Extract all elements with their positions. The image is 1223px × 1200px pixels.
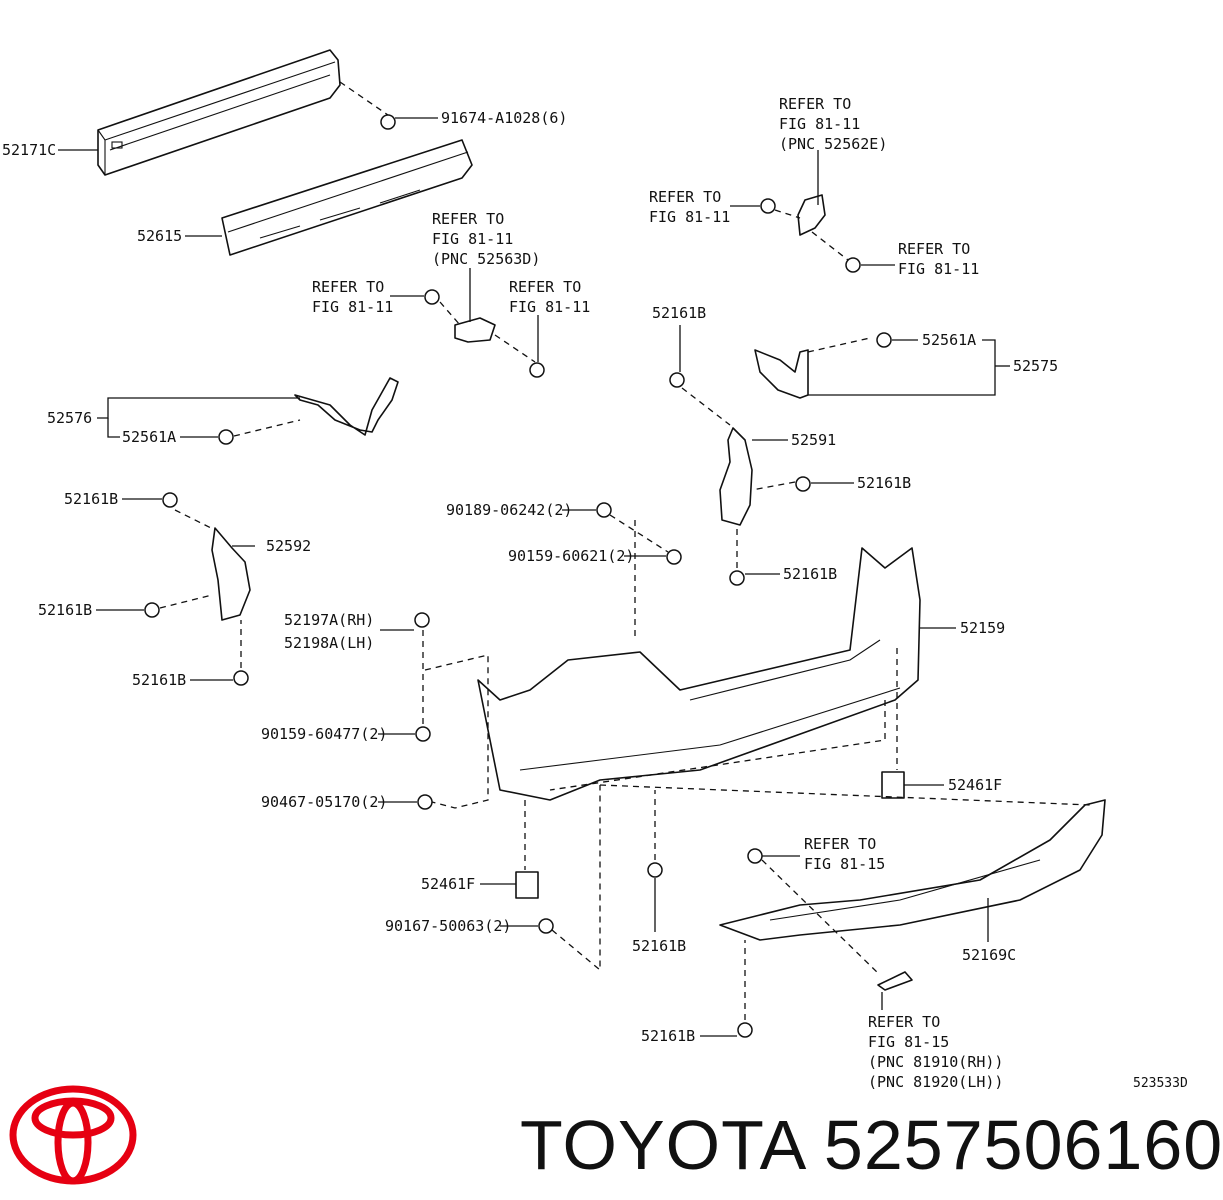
side-bracket-left-drawing (294, 377, 399, 436)
svg-text:REFER TO: REFER TO (868, 1013, 940, 1031)
svg-text:REFER TO: REFER TO (898, 240, 970, 258)
label-52161B-a: 52161B (64, 490, 118, 508)
svg-text:FIG 81-11: FIG 81-11 (898, 260, 979, 278)
label-52576: 52576 (47, 409, 92, 427)
bumper-cover-drawing (477, 547, 921, 801)
bracket-52563D-drawing (454, 317, 496, 343)
leader-lines (58, 117, 1010, 1037)
figure-code: 523533D (1133, 1076, 1188, 1091)
assembly-lines (159, 81, 1091, 1020)
svg-text:(PNC 81920(LH)): (PNC 81920(LH)) (868, 1073, 1003, 1091)
reinforcement-beam-drawing (97, 49, 341, 176)
label-90167-50063: 90167-50063(2) (385, 917, 511, 935)
svg-text:FIG 81-11: FIG 81-11 (649, 208, 730, 226)
label-52592: 52592 (266, 537, 311, 555)
svg-text:REFER TO: REFER TO (779, 95, 851, 113)
label-52169C: 52169C (962, 946, 1016, 964)
svg-text:FIG 81-15: FIG 81-15 (804, 855, 885, 873)
label-52161B-b: 52161B (38, 601, 92, 619)
label-52161B-f: 52161B (632, 937, 686, 955)
svg-text:(PNC 52562E): (PNC 52562E) (779, 135, 887, 153)
svg-text:REFER TO: REFER TO (509, 278, 581, 296)
ref-note-reflector: REFER TO FIG 81-15 (PNC 81910(RH)) (PNC … (868, 1013, 1003, 1091)
brand-part-number: TOYOTA 5257506160 (520, 1106, 1223, 1184)
label-52161B-g: 52161B (641, 1027, 695, 1045)
retainer-52592-drawing (211, 527, 251, 621)
reflector-drawing (877, 971, 913, 991)
toyota-logo-mark (9, 1085, 137, 1185)
svg-text:REFER TO: REFER TO (804, 835, 876, 853)
label-52461F-left: 52461F (421, 875, 475, 893)
ref-note-right-clip-upper: REFER TO FIG 81-11 (898, 240, 979, 278)
svg-text:REFER TO: REFER TO (649, 188, 721, 206)
ref-note-52563D: REFER TO FIG 81-11 (PNC 52563D) (432, 210, 540, 268)
svg-text:REFER TO: REFER TO (312, 278, 384, 296)
retainer-52591-drawing (719, 427, 753, 526)
svg-text:FIG 81-11: FIG 81-11 (509, 298, 590, 316)
svg-text:REFER TO: REFER TO (432, 210, 504, 228)
label-52161B-e: 52161B (783, 565, 837, 583)
pad-left-drawing (515, 871, 539, 899)
label-52591: 52591 (791, 431, 836, 449)
label-52461F-right: 52461F (948, 776, 1002, 794)
ref-note-81-15-clip: REFER TO FIG 81-15 (804, 835, 885, 873)
bracket-52562E-drawing (797, 194, 826, 236)
label-90467-05170: 90467-05170(2) (261, 793, 387, 811)
svg-text:FIG 81-11: FIG 81-11 (432, 230, 513, 248)
label-90159-60621: 90159-60621(2) (508, 547, 634, 565)
label-52575: 52575 (1013, 357, 1058, 375)
label-52159: 52159 (960, 619, 1005, 637)
label-52197A: 52197A(RH) (284, 611, 374, 629)
fasteners (144, 114, 892, 1038)
label-52161B-d: 52161B (857, 474, 911, 492)
label-52615: 52615 (137, 227, 182, 245)
svg-text:FIG 81-15: FIG 81-15 (868, 1033, 949, 1051)
toyota-logo (9, 1085, 137, 1185)
pad-right-drawing (881, 771, 905, 799)
label-90189-06242: 90189-06242(2) (446, 501, 572, 519)
side-bracket-right-drawing (754, 349, 809, 399)
svg-text:FIG 81-11: FIG 81-11 (779, 115, 860, 133)
svg-text:FIG 81-11: FIG 81-11 (312, 298, 393, 316)
label-90159-60477: 90159-60477(2) (261, 725, 387, 743)
label-91674-A1028: 91674-A1028(6) (441, 109, 567, 127)
label-52161B-c: 52161B (132, 671, 186, 689)
energy-absorber-drawing (221, 139, 473, 256)
label-52561A-right: 52561A (922, 331, 976, 349)
lower-cover-drawing (719, 799, 1106, 941)
svg-text:(PNC 52563D): (PNC 52563D) (432, 250, 540, 268)
label-52161B-top: 52161B (652, 304, 706, 322)
label-52198A: 52198A(LH) (284, 634, 374, 652)
label-52561A-left: 52561A (122, 428, 176, 446)
ref-note-left-clip-upper: REFER TO FIG 81-11 (649, 188, 730, 226)
label-52171C: 52171C (2, 141, 56, 159)
ref-note-left-clip-mid: REFER TO FIG 81-11 (312, 278, 393, 316)
ref-note-right-clip-mid: REFER TO FIG 81-11 (509, 278, 590, 316)
ref-note-52562E: REFER TO FIG 81-11 (PNC 52562E) (779, 95, 887, 153)
svg-text:(PNC 81910(RH)): (PNC 81910(RH)) (868, 1053, 1003, 1071)
